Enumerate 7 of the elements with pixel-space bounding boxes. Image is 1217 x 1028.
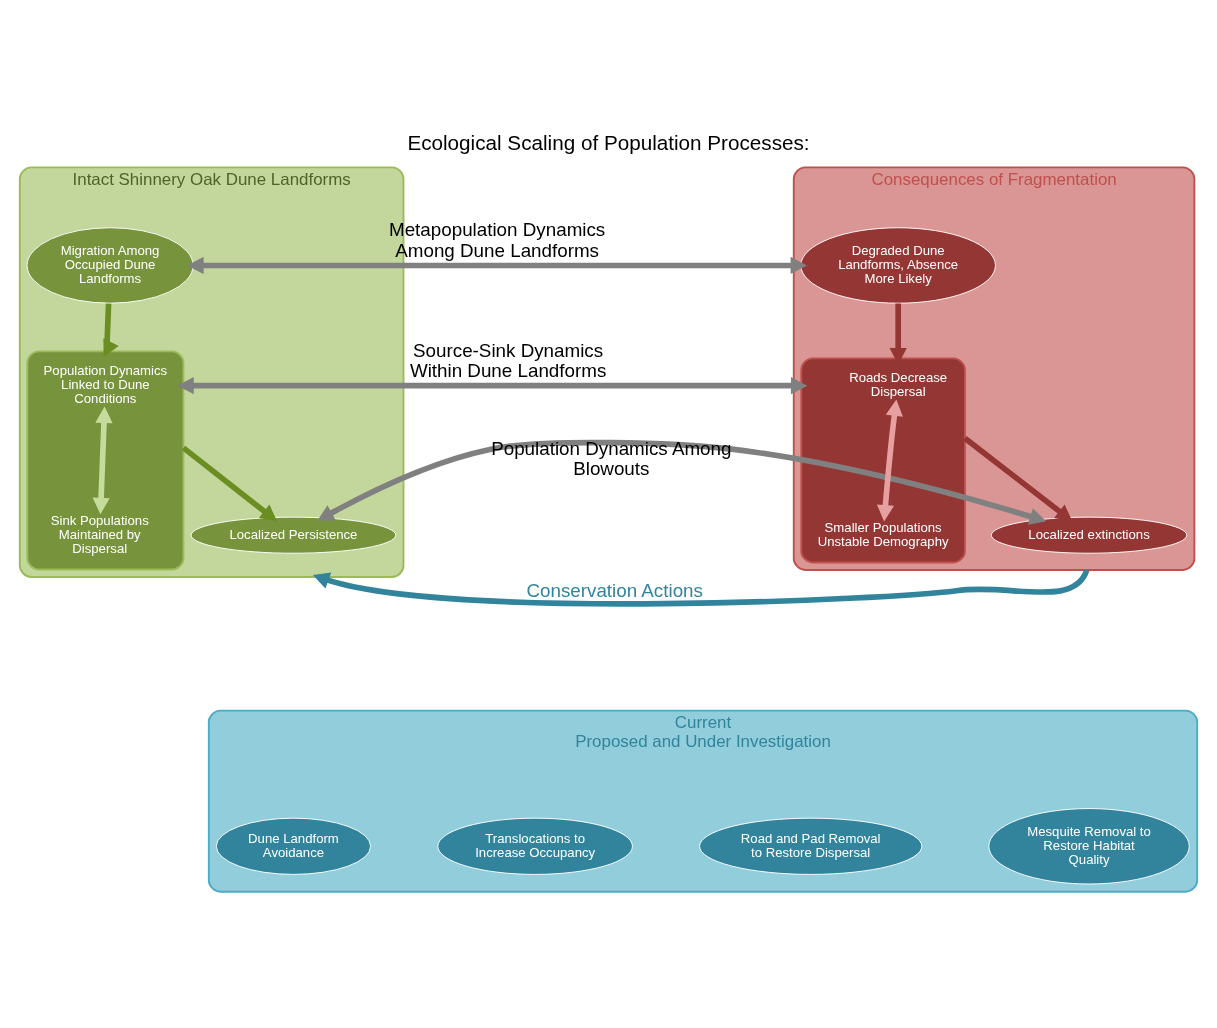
node-text: Roads Decrease Dispersal bbox=[849, 369, 948, 399]
node-text: Sink Populations Maintained by Dispersal bbox=[50, 512, 149, 556]
node-text: Smaller Populations Unstable Demography bbox=[817, 519, 949, 549]
node-text: Population Dynamics Linked to Dune Conditions bbox=[43, 362, 168, 406]
diagram-title: Ecological Scaling of Population Processes: bbox=[407, 130, 810, 154]
edge-label: Conservation Actions bbox=[526, 579, 703, 601]
edge-label: Source-Sink Dynamics Within Dune Landforms bbox=[409, 339, 607, 381]
